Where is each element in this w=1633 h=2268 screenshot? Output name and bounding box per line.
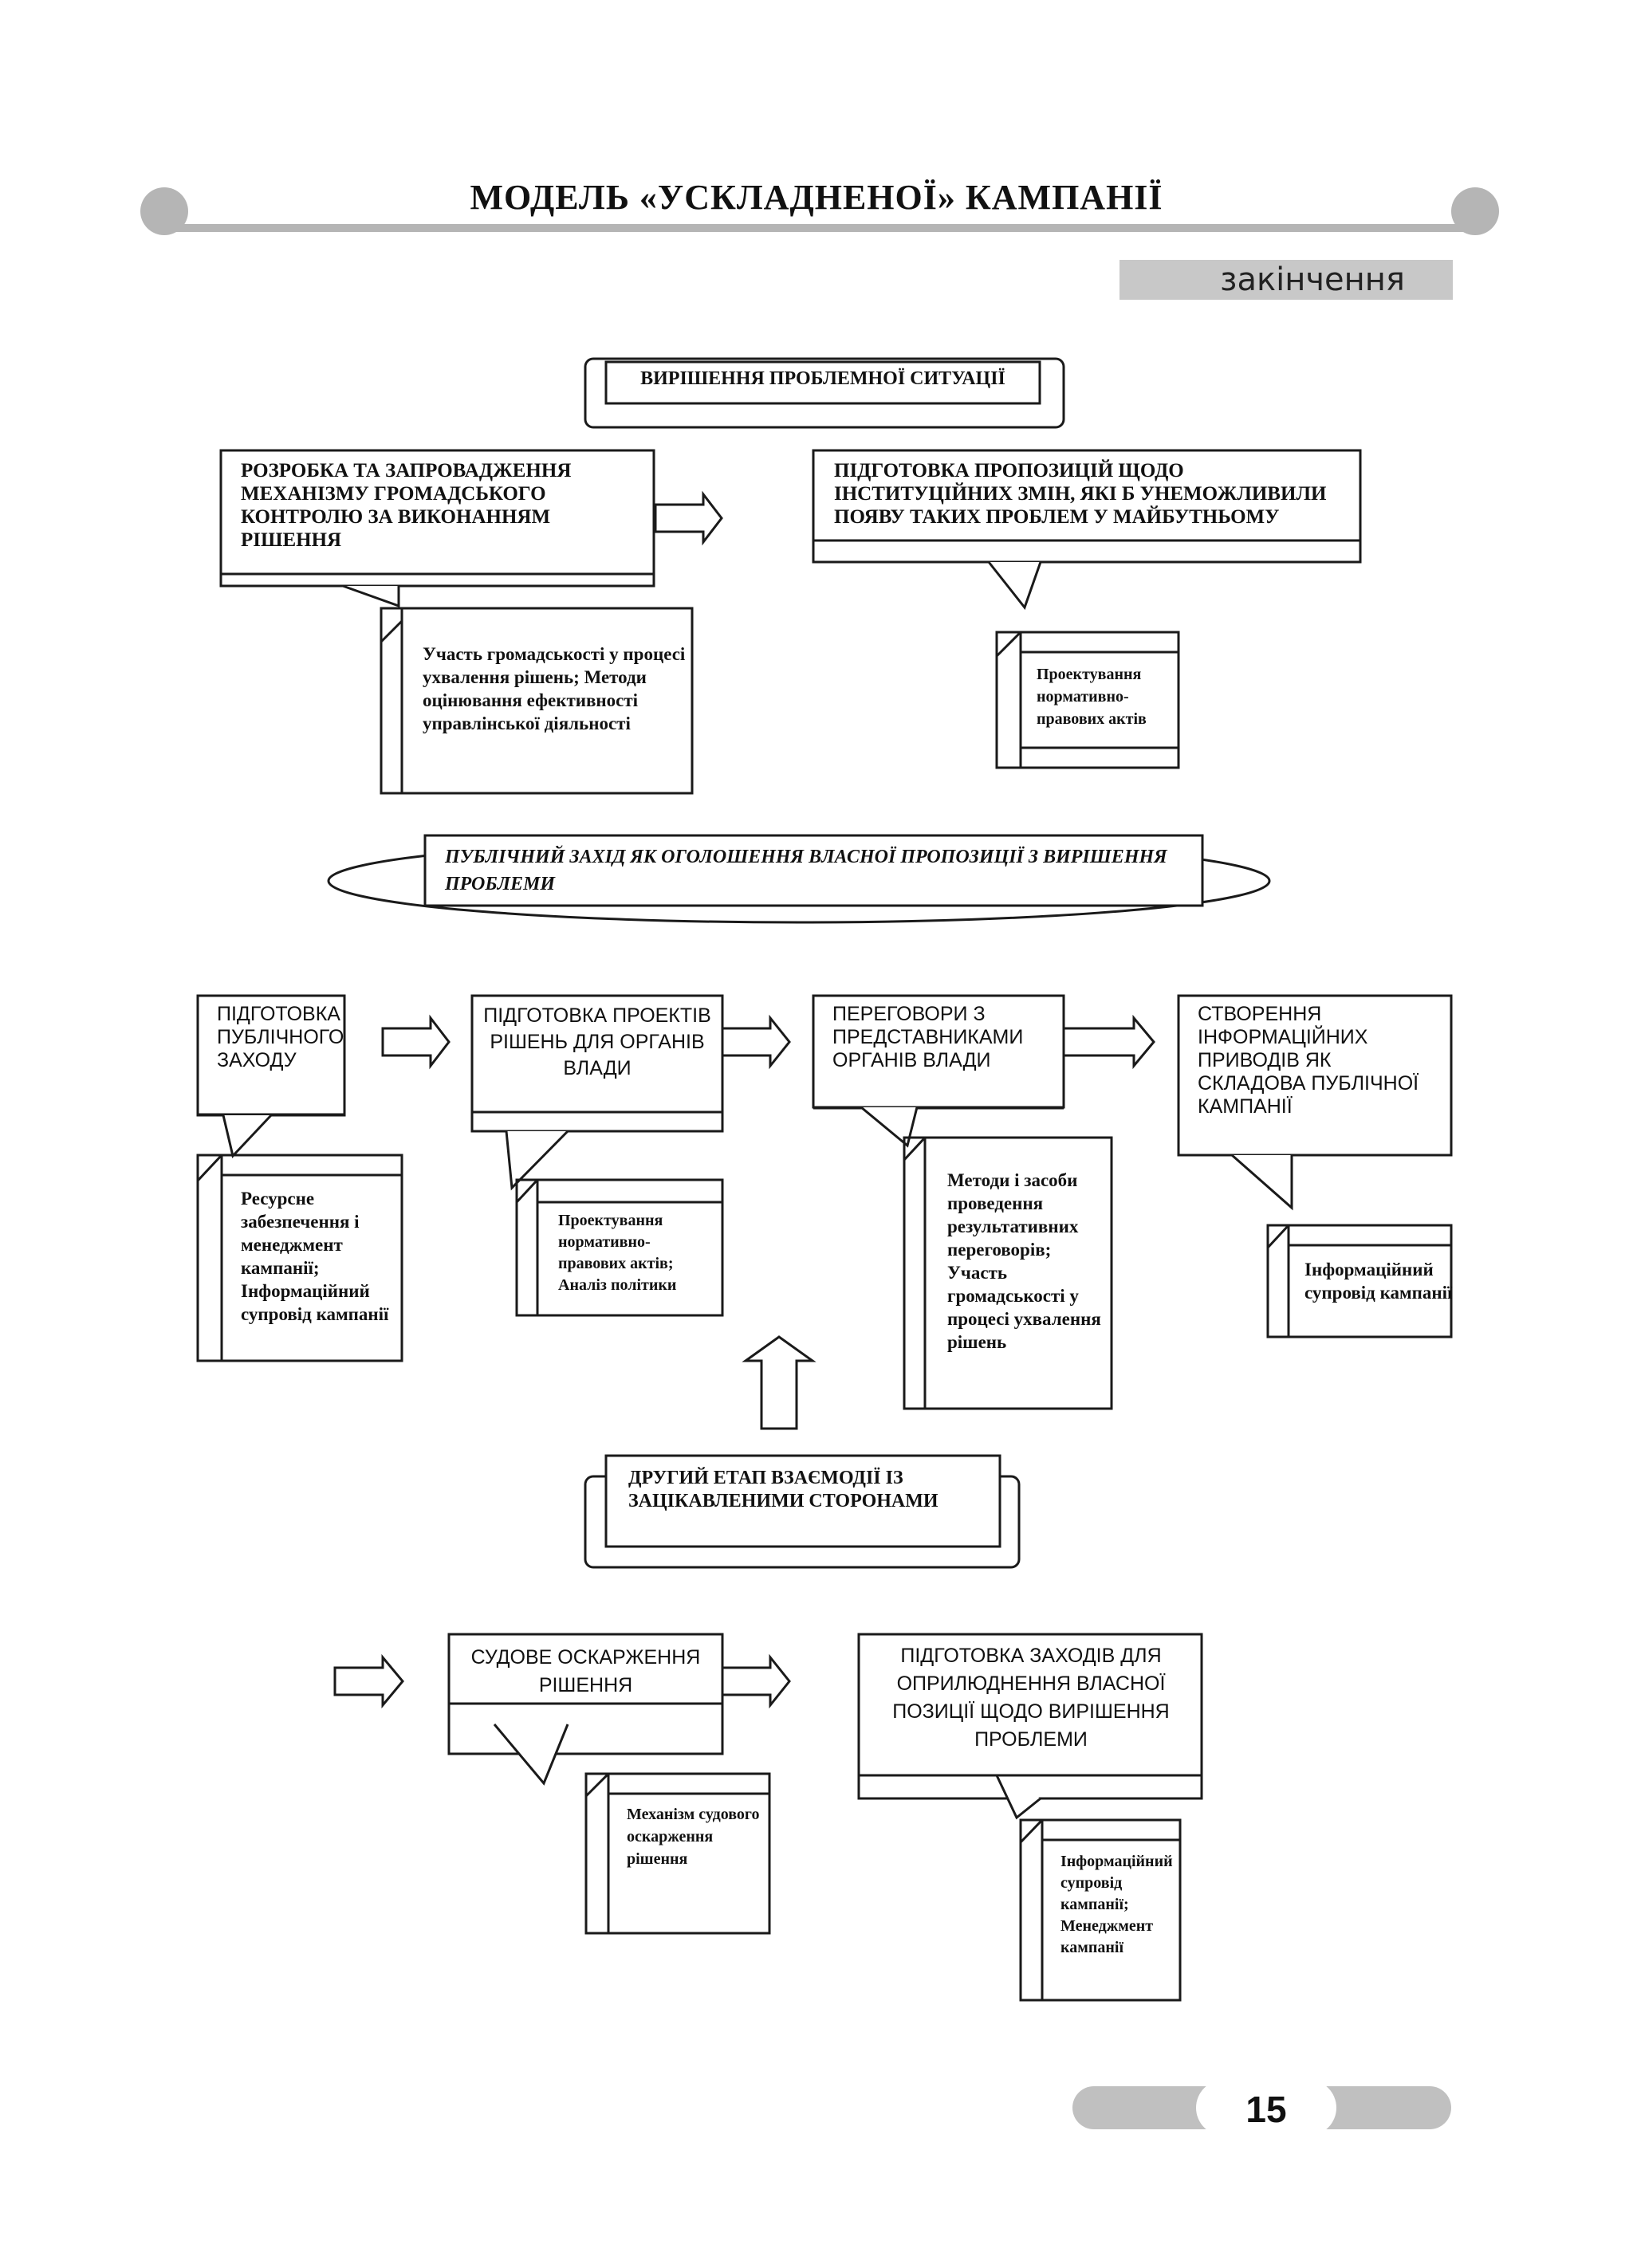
page-title: МОДЕЛЬ «УСКЛАДНЕНОЇ» КАМПАНІЇ bbox=[470, 178, 1163, 217]
header-rule bbox=[140, 187, 1499, 235]
public-event-frame bbox=[327, 834, 1271, 924]
note-info-support-text: Інформаційний супровід кампанії bbox=[1304, 1260, 1453, 1303]
institutional-changes-callout bbox=[812, 449, 1362, 611]
page-number-pill bbox=[1072, 2080, 1451, 2136]
institutional-changes-text: ПІДГОТОВКА ПРОПОЗИЦІЙ ЩОДО ІНСТИТУЦІЙНИХ… bbox=[834, 460, 1327, 528]
arrow-right-top bbox=[654, 490, 723, 546]
note-court-mechanism-frame bbox=[584, 1772, 771, 1935]
control-mechanism-text: РОЗРОБКА ТА ЗАПРОВАДЖЕННЯ МЕХАНІЗМУ ГРОМ… bbox=[241, 460, 572, 551]
info-drivers-callout bbox=[1177, 994, 1453, 1211]
prep-publicize-text: ПІДГОТОВКА ЗАХОДІВ ДЛЯ ОПРИЛЮДНЕННЯ ВЛАС… bbox=[892, 1645, 1170, 1751]
public-event-text: ПУБЛІЧНИЙ ЗАХІД ЯК ОГОЛОШЕННЯ ВЛАСНОЇ ПР… bbox=[445, 847, 1167, 894]
note-drafting-acts-frame bbox=[995, 631, 1180, 769]
arrow-right-row3-b bbox=[721, 1653, 791, 1709]
note-resources-text: Ресурсне забезпечення і менеджмент кампа… bbox=[241, 1189, 389, 1324]
negotiations-text: ПЕРЕГОВОРИ З ПРЕДСТАВНИКАМИ ОРГАНІВ ВЛАД… bbox=[832, 1003, 1024, 1071]
note-acts-policy-text: Проектування нормативно-правових актів; … bbox=[558, 1212, 677, 1294]
info-drivers-text: СТВОРЕННЯ ІНФОРМАЦІЙНИХ ПРИВОДІВ ЯК СКЛА… bbox=[1198, 1003, 1419, 1118]
arrow-right-row2-a bbox=[381, 1014, 451, 1070]
note-acts-policy-frame bbox=[515, 1178, 724, 1317]
note-info-mgmt-text: Інформаційний супровід кампанії; Менеджм… bbox=[1060, 1853, 1173, 1956]
note-participation-text: Участь громадськості у процесі ухвалення… bbox=[423, 644, 686, 733]
page-subtitle: закінчення bbox=[1119, 260, 1453, 300]
arrow-right-row2-b bbox=[721, 1014, 791, 1070]
note-resources-frame bbox=[196, 1154, 403, 1362]
second-stage-frame bbox=[584, 1454, 1021, 1569]
prep-draft-decisions-text: ПІДГОТОВКА ПРОЕКТІВ РІШЕНЬ ДЛЯ ОРГАНІВ В… bbox=[483, 1004, 711, 1079]
note-info-support-frame bbox=[1266, 1224, 1453, 1338]
note-negotiation-methods-text: Методи і засоби проведення результативни… bbox=[947, 1170, 1101, 1352]
prep-draft-decisions-callout bbox=[470, 994, 724, 1191]
arrow-right-row3-a bbox=[333, 1653, 404, 1709]
note-court-mechanism-text: Механізм судового оскарження рішення bbox=[627, 1806, 760, 1868]
arrow-right-row2-c bbox=[1062, 1014, 1155, 1070]
note-drafting-acts-text: Проектування нормативно-правових актів bbox=[1037, 666, 1147, 728]
second-stage-text: ДРУГИЙ ЕТАП ВЗАЄМОДІЇ ІЗ ЗАЦІКАВЛЕНИМИ С… bbox=[628, 1468, 938, 1511]
note-negotiation-methods-frame bbox=[903, 1136, 1113, 1410]
prep-public-event-text: ПІДГОТОВКА ПУБЛІЧНОГО ЗАХОДУ bbox=[217, 1003, 344, 1071]
note-info-mgmt-frame bbox=[1019, 1818, 1182, 2002]
negotiations-callout bbox=[812, 994, 1065, 1148]
control-mechanism-callout bbox=[219, 449, 655, 608]
prep-publicize-callout bbox=[857, 1633, 1203, 1820]
resolution-heading: ВИРІШЕННЯ ПРОБЛЕМНОЇ СИТУАЦІЇ bbox=[640, 368, 1005, 389]
arrow-up bbox=[742, 1335, 816, 1430]
page-number: 15 bbox=[1245, 2089, 1287, 2130]
note-participation-frame bbox=[380, 607, 694, 795]
court-appeal-text: СУДОВЕ ОСКАРЖЕННЯ РІШЕННЯ bbox=[470, 1646, 701, 1696]
resolution-heading-frame bbox=[584, 357, 1065, 429]
